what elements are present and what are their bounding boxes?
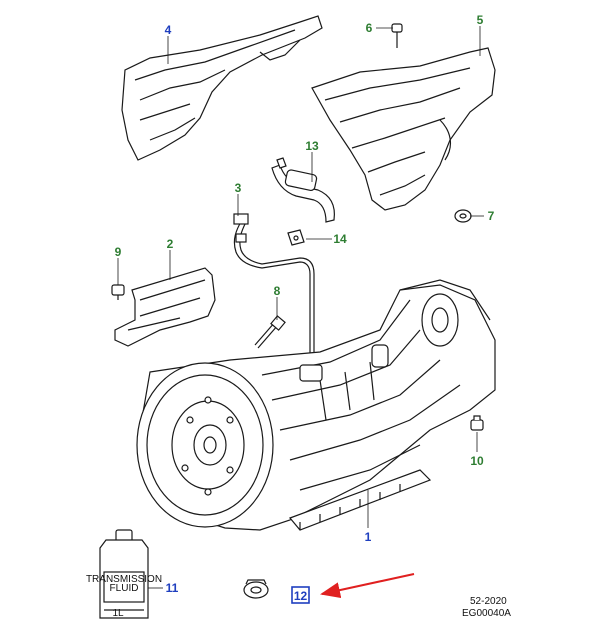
- callout-14: 14: [333, 232, 347, 246]
- callout-8: 8: [274, 284, 281, 298]
- part-6-bolt: [391, 23, 403, 48]
- part-13-breather-hose: [271, 157, 335, 223]
- callout-5: 5: [477, 13, 484, 27]
- bottle-label-line2: FLUID: [110, 583, 139, 594]
- part-3-breather-tube: [233, 213, 315, 370]
- part-1-transmission: [136, 279, 496, 531]
- part-12-seal: [243, 579, 269, 599]
- callout-10: 10: [470, 454, 484, 468]
- part-5-heat-shield-right: [311, 47, 496, 211]
- leader-lines: [117, 26, 484, 589]
- part-4-heat-shield-left: [121, 15, 323, 161]
- part-9-bolt: [111, 284, 125, 300]
- callout-7: 7: [488, 209, 495, 223]
- callout-12: 12: [294, 589, 308, 603]
- part-11-fluid-bottle: [99, 529, 149, 619]
- bottle-label-line1: TRANSMISSION: [86, 574, 162, 585]
- footer-date-code: 52-2020: [470, 596, 507, 607]
- part-8-bolt: [254, 315, 286, 349]
- footer-drawing-ref: EG00040A: [462, 608, 511, 619]
- part-7-clip: [454, 209, 472, 223]
- callout-9: 9: [115, 245, 122, 259]
- callout-2: 2: [167, 237, 174, 251]
- part-2-cover: [114, 267, 216, 347]
- callout-13: 13: [305, 139, 319, 153]
- callout-12-highlight-box: [291, 586, 310, 604]
- bottle-volume: 1L: [112, 608, 124, 619]
- callout-6: 6: [366, 21, 373, 35]
- callout-11: 11: [166, 581, 179, 595]
- callout-4: 4: [165, 23, 172, 37]
- highlight-arrow: [320, 573, 415, 598]
- callout-3: 3: [235, 181, 242, 195]
- part-10-plug: [470, 415, 484, 431]
- part-14-clip: [287, 229, 305, 246]
- callout-1: 1: [365, 530, 372, 544]
